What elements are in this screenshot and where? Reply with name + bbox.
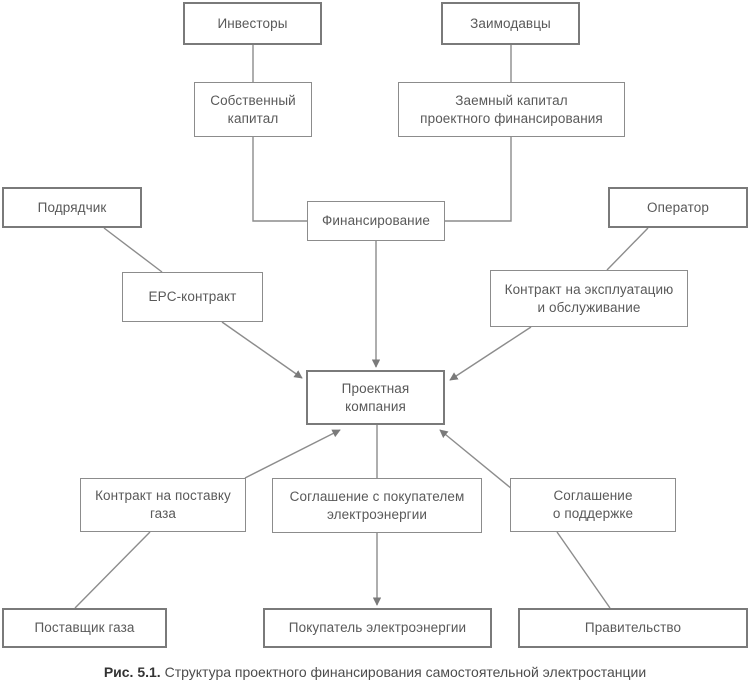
node-support[interactable]: Соглашение о поддержке [510, 478, 676, 532]
node-label-investors: Инвесторы [217, 15, 288, 31]
node-label-contractor: Подрядчик [37, 199, 107, 215]
figure-caption-text: Структура проектного финансирования само… [164, 664, 647, 680]
figure-caption: Рис. 5.1. Структура проектного финансиро… [0, 662, 750, 682]
edge-contractor-epc [103, 227, 163, 273]
node-label-support: Соглашение о поддержке [552, 488, 634, 521]
node-power_buyer[interactable]: Покупатель электроэнергии [263, 608, 492, 648]
node-label-om: Контракт на эксплуатацию и обслуживание [504, 281, 674, 315]
node-label-epc: EPC-контракт [148, 289, 237, 304]
node-debt[interactable]: Заемный капитал проектного финансировани… [398, 82, 625, 137]
node-label-government: Правительство [584, 620, 682, 635]
node-investors[interactable]: Инвесторы [183, 2, 322, 45]
edge-gascontract-projectco [244, 429, 341, 479]
edge-equity-financing [252, 137, 307, 222]
node-label-financing: Финансирование [322, 213, 430, 228]
node-label-equity: Собственный капитал [210, 92, 296, 126]
node-om[interactable]: Контракт на эксплуатацию и обслуживание [490, 270, 688, 327]
node-ppa[interactable]: Соглашение с покупателем электроэнергии [272, 478, 482, 533]
node-government[interactable]: Правительство [518, 608, 748, 648]
node-label-debt: Заемный капитал проектного финансировани… [420, 92, 603, 126]
node-epc[interactable]: EPC-контракт [122, 272, 263, 322]
edge-government-support [556, 531, 611, 609]
node-label-power_buyer: Покупатель электроэнергии [288, 620, 467, 635]
edge-debt-financing [445, 137, 512, 222]
node-lenders[interactable]: Заимодавцы [441, 2, 580, 45]
node-label-gas_supplier: Поставщик газа [34, 620, 135, 635]
node-projectco[interactable]: Проектная компания [306, 370, 445, 425]
node-equity[interactable]: Собственный капитал [194, 82, 312, 137]
node-contractor[interactable]: Подрядчик [2, 187, 142, 228]
node-gas_supplier[interactable]: Поставщик газа [2, 608, 167, 648]
node-label-operator: Оператор [647, 199, 709, 215]
edge-operator-om [606, 227, 649, 271]
node-operator[interactable]: Оператор [608, 187, 748, 228]
edge-supplier-gascontract [74, 531, 151, 609]
node-label-lenders: Заимодавцы [470, 15, 551, 31]
figure-number: Рис. 5.1. [103, 664, 161, 680]
edge-om-projectco [449, 326, 532, 381]
node-gas_contract[interactable]: Контракт на поставку газа [80, 478, 246, 532]
node-financing[interactable]: Финансирование [307, 201, 445, 241]
node-label-ppa: Соглашение с покупателем электроэнергии [289, 488, 465, 522]
node-label-projectco: Проектная компания [341, 380, 410, 414]
node-label-gas_contract: Контракт на поставку газа [95, 488, 231, 521]
edge-epc-projectco [221, 321, 303, 379]
